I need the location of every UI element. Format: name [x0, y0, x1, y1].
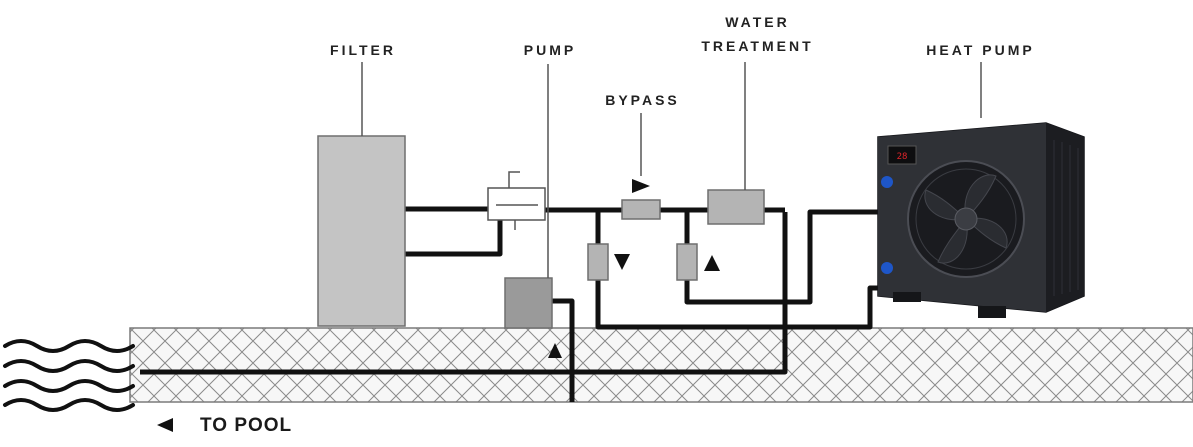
flow-arrow-icon — [704, 255, 720, 271]
to-pool-label: TO POOL — [200, 415, 293, 436]
flow-arrow-icon — [614, 254, 630, 270]
pump-label: PUMP — [523, 42, 577, 58]
water-treatment-label-line2: TREATMENT — [701, 38, 814, 54]
fan-icon — [907, 160, 1025, 278]
heat-pump-display — [887, 145, 917, 165]
heat-pump-label: HEAT PUMP — [926, 42, 1035, 58]
pipe-bypass-loop — [595, 210, 892, 330]
water-treatment-label-line1: WATER — [725, 14, 790, 30]
pipe-pump-to-filter — [405, 212, 503, 257]
pump-unit — [504, 277, 553, 329]
ground-strip — [129, 327, 1193, 403]
heat-pump-unit: 28 — [877, 122, 1085, 318]
water-inlet-connector — [881, 176, 893, 188]
flow-arrow-icon — [548, 343, 562, 358]
bypass-label: BYPASS — [605, 92, 680, 108]
pipe-to-pool — [140, 212, 788, 375]
multiport-valve — [487, 171, 546, 230]
water-treatment-unit — [707, 189, 765, 225]
flow-arrow-icon — [632, 179, 650, 193]
heat-pump-readout: 28 — [897, 152, 908, 162]
water-waves-icon — [3, 339, 135, 412]
filter-label: FILTER — [330, 42, 396, 58]
pipe-suction — [552, 298, 575, 402]
bypass-inlet-valve — [587, 243, 609, 281]
flow-arrow-icon — [157, 418, 173, 432]
water-outlet-connector — [881, 262, 893, 274]
bypass-valve — [621, 199, 661, 220]
filter-unit — [317, 135, 406, 327]
bypass-outlet-valve — [676, 243, 698, 281]
